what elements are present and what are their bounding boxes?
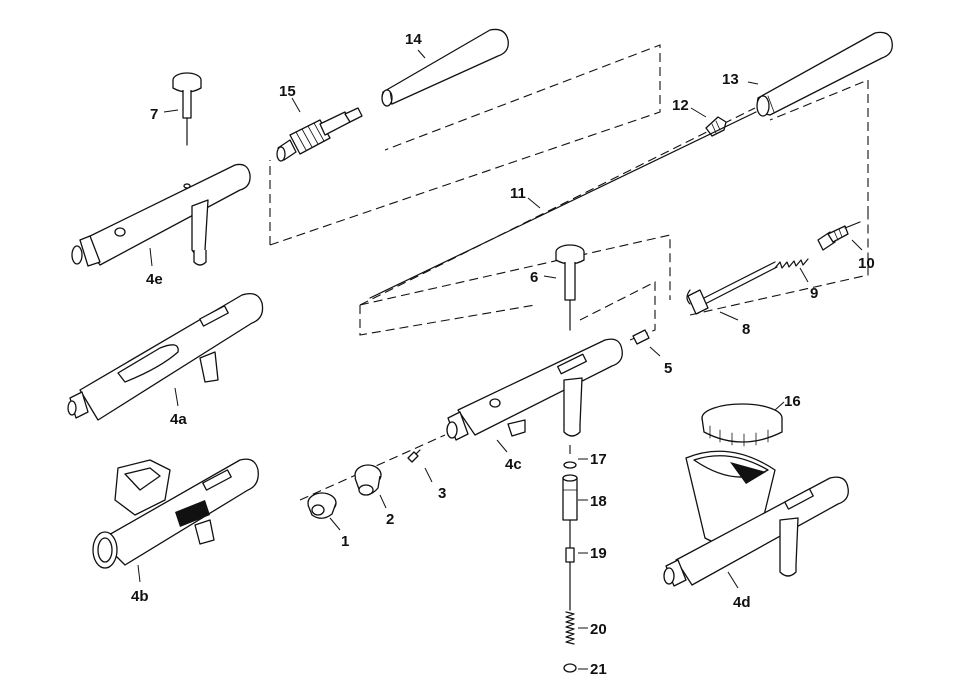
label-16: 16 xyxy=(784,393,801,410)
label-11: 11 xyxy=(510,185,526,202)
label-9: 9 xyxy=(810,285,818,302)
label-6: 6 xyxy=(530,269,538,286)
callout-labels: 14 15 7 4e 13 12 11 6 10 9 8 5 4a 4c 3 2… xyxy=(131,31,875,678)
label-13: 13 xyxy=(722,71,739,88)
airbrush-body-4c xyxy=(446,338,623,441)
label-4e: 4e xyxy=(146,271,163,288)
label-19: 19 xyxy=(590,545,607,562)
trigger-button-7 xyxy=(172,72,202,146)
needle-chucking-guide-10 xyxy=(817,221,861,251)
label-17: 17 xyxy=(590,451,607,468)
needle-cap-1 xyxy=(307,492,337,519)
label-10: 10 xyxy=(858,255,875,272)
handle-adjuster-15 xyxy=(276,107,363,162)
airbrush-body-4e xyxy=(71,163,251,267)
needle-spring-9 xyxy=(774,258,809,269)
valve-piston-19 xyxy=(565,547,575,563)
cup-lid-16 xyxy=(701,403,783,447)
label-4c: 4c xyxy=(505,456,522,473)
valve-nut-21 xyxy=(563,663,577,673)
label-18: 18 xyxy=(590,493,607,510)
airbrush-body-4b xyxy=(92,458,259,569)
airbrush-body-4d xyxy=(663,450,849,587)
valve-housing-18 xyxy=(562,477,578,521)
rear-handle-13 xyxy=(756,31,893,117)
valve-spring-20 xyxy=(565,611,575,645)
label-12: 12 xyxy=(672,97,689,114)
label-7: 7 xyxy=(150,106,158,123)
air-valve-stack xyxy=(562,461,578,673)
trigger-lever-8 xyxy=(686,261,778,315)
label-8: 8 xyxy=(742,321,750,338)
set-screw-5 xyxy=(632,329,650,345)
label-4a: 4a xyxy=(170,411,187,428)
label-5: 5 xyxy=(664,360,672,377)
label-15: 15 xyxy=(279,83,296,100)
nozzle-cap-2 xyxy=(354,464,382,496)
label-14: 14 xyxy=(405,31,422,48)
label-1: 1 xyxy=(341,533,349,550)
needle-chucking-nut-12 xyxy=(705,116,727,137)
o-ring-17 xyxy=(563,461,577,469)
label-20: 20 xyxy=(590,621,607,638)
label-4d: 4d xyxy=(733,594,751,611)
leader-lines xyxy=(137,49,863,670)
label-3: 3 xyxy=(438,485,446,502)
nozzle-3 xyxy=(407,449,421,463)
label-2: 2 xyxy=(386,511,394,528)
needle-11 xyxy=(369,111,757,299)
label-4b: 4b xyxy=(131,588,149,605)
label-21: 21 xyxy=(590,661,607,678)
trigger-button-6 xyxy=(555,244,585,331)
rear-handle-14 xyxy=(381,28,509,107)
airbrush-body-4a xyxy=(67,292,264,421)
